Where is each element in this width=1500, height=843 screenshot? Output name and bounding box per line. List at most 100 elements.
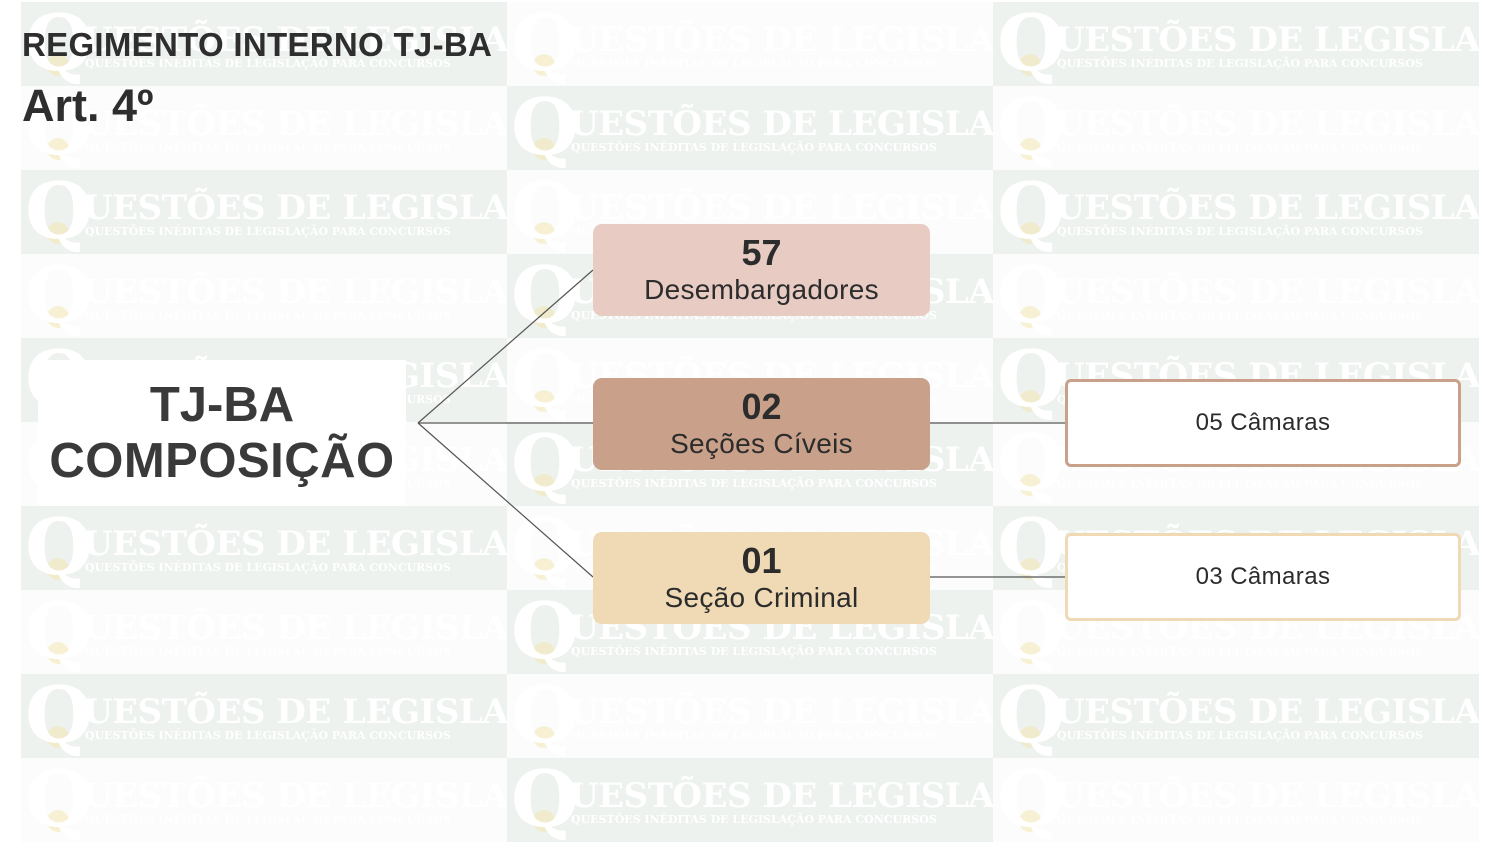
- watermark-subtitle: QUESTÕES INÉDITAS DE LEGISLAÇÃO PARA CON…: [85, 561, 451, 574]
- watermark-dot: [533, 54, 555, 76]
- watermark-subtitle: QUESTÕES INÉDITAS DE LEGISLAÇÃO PARA CON…: [571, 729, 937, 742]
- watermark-tile: QUESTÕES DE LEGISLAÇÃOQUESTÕES INÉDITAS …: [21, 506, 507, 590]
- node-secao-criminal: 01 Seção Criminal: [593, 532, 930, 624]
- watermark-q-logo: Q: [997, 2, 1065, 86]
- node-number: 57: [741, 232, 782, 273]
- leaf-camaras-civeis: 05 Câmaras: [1065, 379, 1461, 467]
- watermark-dot: [1019, 642, 1041, 664]
- watermark-q-logo: Q: [511, 86, 579, 170]
- watermark-title: UESTÕES DE LEGISLAÇÃO: [1055, 692, 1479, 732]
- watermark-dot: [47, 306, 69, 328]
- watermark-tile: QUESTÕES DE LEGISLAÇÃOQUESTÕES INÉDITAS …: [993, 2, 1479, 86]
- watermark-dot: [1019, 390, 1041, 412]
- watermark-subtitle: QUESTÕES INÉDITAS DE LEGISLAÇÃO PARA CON…: [85, 141, 451, 154]
- watermark-tile: QUESTÕES DE LEGISLAÇÃOQUESTÕES INÉDITAS …: [507, 86, 993, 170]
- watermark-subtitle: QUESTÕES INÉDITAS DE LEGISLAÇÃO PARA CON…: [85, 309, 451, 322]
- watermark-subtitle: QUESTÕES INÉDITAS DE LEGISLAÇÃO PARA CON…: [1057, 477, 1423, 490]
- watermark-tile: QUESTÕES DE LEGISLAÇÃOQUESTÕES INÉDITAS …: [993, 758, 1479, 842]
- watermark-dot: [47, 726, 69, 748]
- watermark-title: UESTÕES DE LEGISLAÇÃO: [1055, 776, 1479, 816]
- watermark-title: UESTÕES DE LEGISLAÇÃO: [83, 188, 507, 228]
- watermark-q-logo: Q: [511, 506, 579, 590]
- watermark-dot: [1019, 474, 1041, 496]
- watermark-q-logo: Q: [511, 590, 579, 674]
- watermark-title: UESTÕES DE LEGISLAÇÃO: [569, 20, 993, 60]
- watermark-q-logo: Q: [25, 674, 93, 758]
- watermark-q-logo: Q: [997, 674, 1065, 758]
- watermark-subtitle: QUESTÕES INÉDITAS DE LEGISLAÇÃO PARA CON…: [1057, 645, 1423, 658]
- node-label: Seção Criminal: [664, 582, 859, 613]
- node-label: Desembargadores: [644, 274, 879, 305]
- watermark-dot: [1019, 558, 1041, 580]
- watermark-title: UESTÕES DE LEGISLAÇÃO: [83, 776, 507, 816]
- watermark-q-logo: Q: [25, 2, 93, 86]
- watermark-tile: QUESTÕES DE LEGISLAÇÃOQUESTÕES INÉDITAS …: [507, 674, 993, 758]
- article-heading: Art. 4º: [22, 80, 154, 131]
- node-label: Seções Cíveis: [670, 428, 853, 459]
- watermark-tile: QUESTÕES DE LEGISLAÇÃOQUESTÕES INÉDITAS …: [993, 86, 1479, 170]
- watermark-title: UESTÕES DE LEGISLAÇÃO: [83, 524, 507, 564]
- root-node-line1: TJ-BA: [149, 378, 295, 432]
- watermark-subtitle: QUESTÕES INÉDITAS DE LEGISLAÇÃO PARA CON…: [85, 225, 451, 238]
- watermark-title: UESTÕES DE LEGISLAÇÃO: [83, 692, 507, 732]
- watermark-dot: [47, 222, 69, 244]
- watermark-dot: [533, 810, 555, 832]
- watermark-tile: QUESTÕES DE LEGISLAÇÃOQUESTÕES INÉDITAS …: [21, 590, 507, 674]
- watermark-dot: [1019, 306, 1041, 328]
- watermark-q-logo: Q: [997, 758, 1065, 842]
- watermark-dot: [47, 642, 69, 664]
- watermark-q-logo: Q: [511, 338, 579, 422]
- node-desembargadores: 57 Desembargadores: [593, 224, 930, 316]
- watermark-q-logo: Q: [511, 254, 579, 338]
- node-secoes-civeis: 02 Seções Cíveis: [593, 378, 930, 470]
- watermark-subtitle: QUESTÕES INÉDITAS DE LEGISLAÇÃO PARA CON…: [571, 477, 937, 490]
- watermark-title: UESTÕES DE LEGISLAÇÃO: [83, 20, 507, 60]
- watermark-q-logo: Q: [25, 86, 93, 170]
- watermark-dot: [533, 558, 555, 580]
- watermark-dot: [1019, 54, 1041, 76]
- watermark-tile: QUESTÕES DE LEGISLAÇÃOQUESTÕES INÉDITAS …: [993, 170, 1479, 254]
- watermark-subtitle: QUESTÕES INÉDITAS DE LEGISLAÇÃO PARA CON…: [571, 57, 937, 70]
- watermark-q-logo: Q: [25, 170, 93, 254]
- watermark-dot: [47, 138, 69, 160]
- watermark-q-logo: Q: [511, 2, 579, 86]
- node-number: 01: [741, 540, 782, 581]
- watermark-q-logo: Q: [997, 338, 1065, 422]
- watermark-title: UESTÕES DE LEGISLAÇÃO: [83, 104, 507, 144]
- watermark-q-logo: Q: [997, 254, 1065, 338]
- watermark-subtitle: QUESTÕES INÉDITAS DE LEGISLAÇÃO PARA CON…: [1057, 141, 1423, 154]
- watermark-title: UESTÕES DE LEGISLAÇÃO: [569, 104, 993, 144]
- watermark-subtitle: QUESTÕES INÉDITAS DE LEGISLAÇÃO PARA CON…: [1057, 225, 1423, 238]
- root-node-line2: COMPOSIÇÃO: [49, 434, 395, 488]
- watermark-tile: QUESTÕES DE LEGISLAÇÃOQUESTÕES INÉDITAS …: [993, 674, 1479, 758]
- watermark-tile: QUESTÕES DE LEGISLAÇÃOQUESTÕES INÉDITAS …: [507, 2, 993, 86]
- connector-root-node-1: [417, 269, 594, 424]
- watermark-q-logo: Q: [25, 254, 93, 338]
- watermark-title: UESTÕES DE LEGISLAÇÃO: [569, 188, 993, 228]
- watermark-q-logo: Q: [511, 758, 579, 842]
- leaf-camaras-criminais: 03 Câmaras: [1065, 533, 1461, 621]
- watermark-dot: [1019, 726, 1041, 748]
- connector-root-node-3: [417, 422, 594, 578]
- watermark-dot: [1019, 222, 1041, 244]
- watermark-tile: QUESTÕES DE LEGISLAÇÃOQUESTÕES INÉDITAS …: [21, 254, 507, 338]
- watermark-dot: [47, 54, 69, 76]
- watermark-dot: [533, 474, 555, 496]
- watermark-subtitle: QUESTÕES INÉDITAS DE LEGISLAÇÃO PARA CON…: [85, 645, 451, 658]
- watermark-q-logo: Q: [997, 86, 1065, 170]
- watermark-dot: [1019, 138, 1041, 160]
- watermark-q-logo: Q: [25, 506, 93, 590]
- watermark-subtitle: QUESTÕES INÉDITAS DE LEGISLAÇÃO PARA CON…: [85, 57, 451, 70]
- watermark-title: UESTÕES DE LEGISLAÇÃO: [569, 692, 993, 732]
- watermark-tile: QUESTÕES DE LEGISLAÇÃOQUESTÕES INÉDITAS …: [21, 170, 507, 254]
- watermark-subtitle: QUESTÕES INÉDITAS DE LEGISLAÇÃO PARA CON…: [1057, 309, 1423, 322]
- watermark-subtitle: QUESTÕES INÉDITAS DE LEGISLAÇÃO PARA CON…: [571, 141, 937, 154]
- node-number: 02: [741, 386, 782, 427]
- watermark-q-logo: Q: [25, 590, 93, 674]
- watermark-title: UESTÕES DE LEGISLAÇÃO: [83, 608, 507, 648]
- watermark-title: UESTÕES DE LEGISLAÇÃO: [83, 272, 507, 312]
- page-title: REGIMENTO INTERNO TJ-BA: [22, 26, 493, 63]
- watermark-title: UESTÕES DE LEGISLAÇÃO: [1055, 104, 1479, 144]
- watermark-dot: [47, 810, 69, 832]
